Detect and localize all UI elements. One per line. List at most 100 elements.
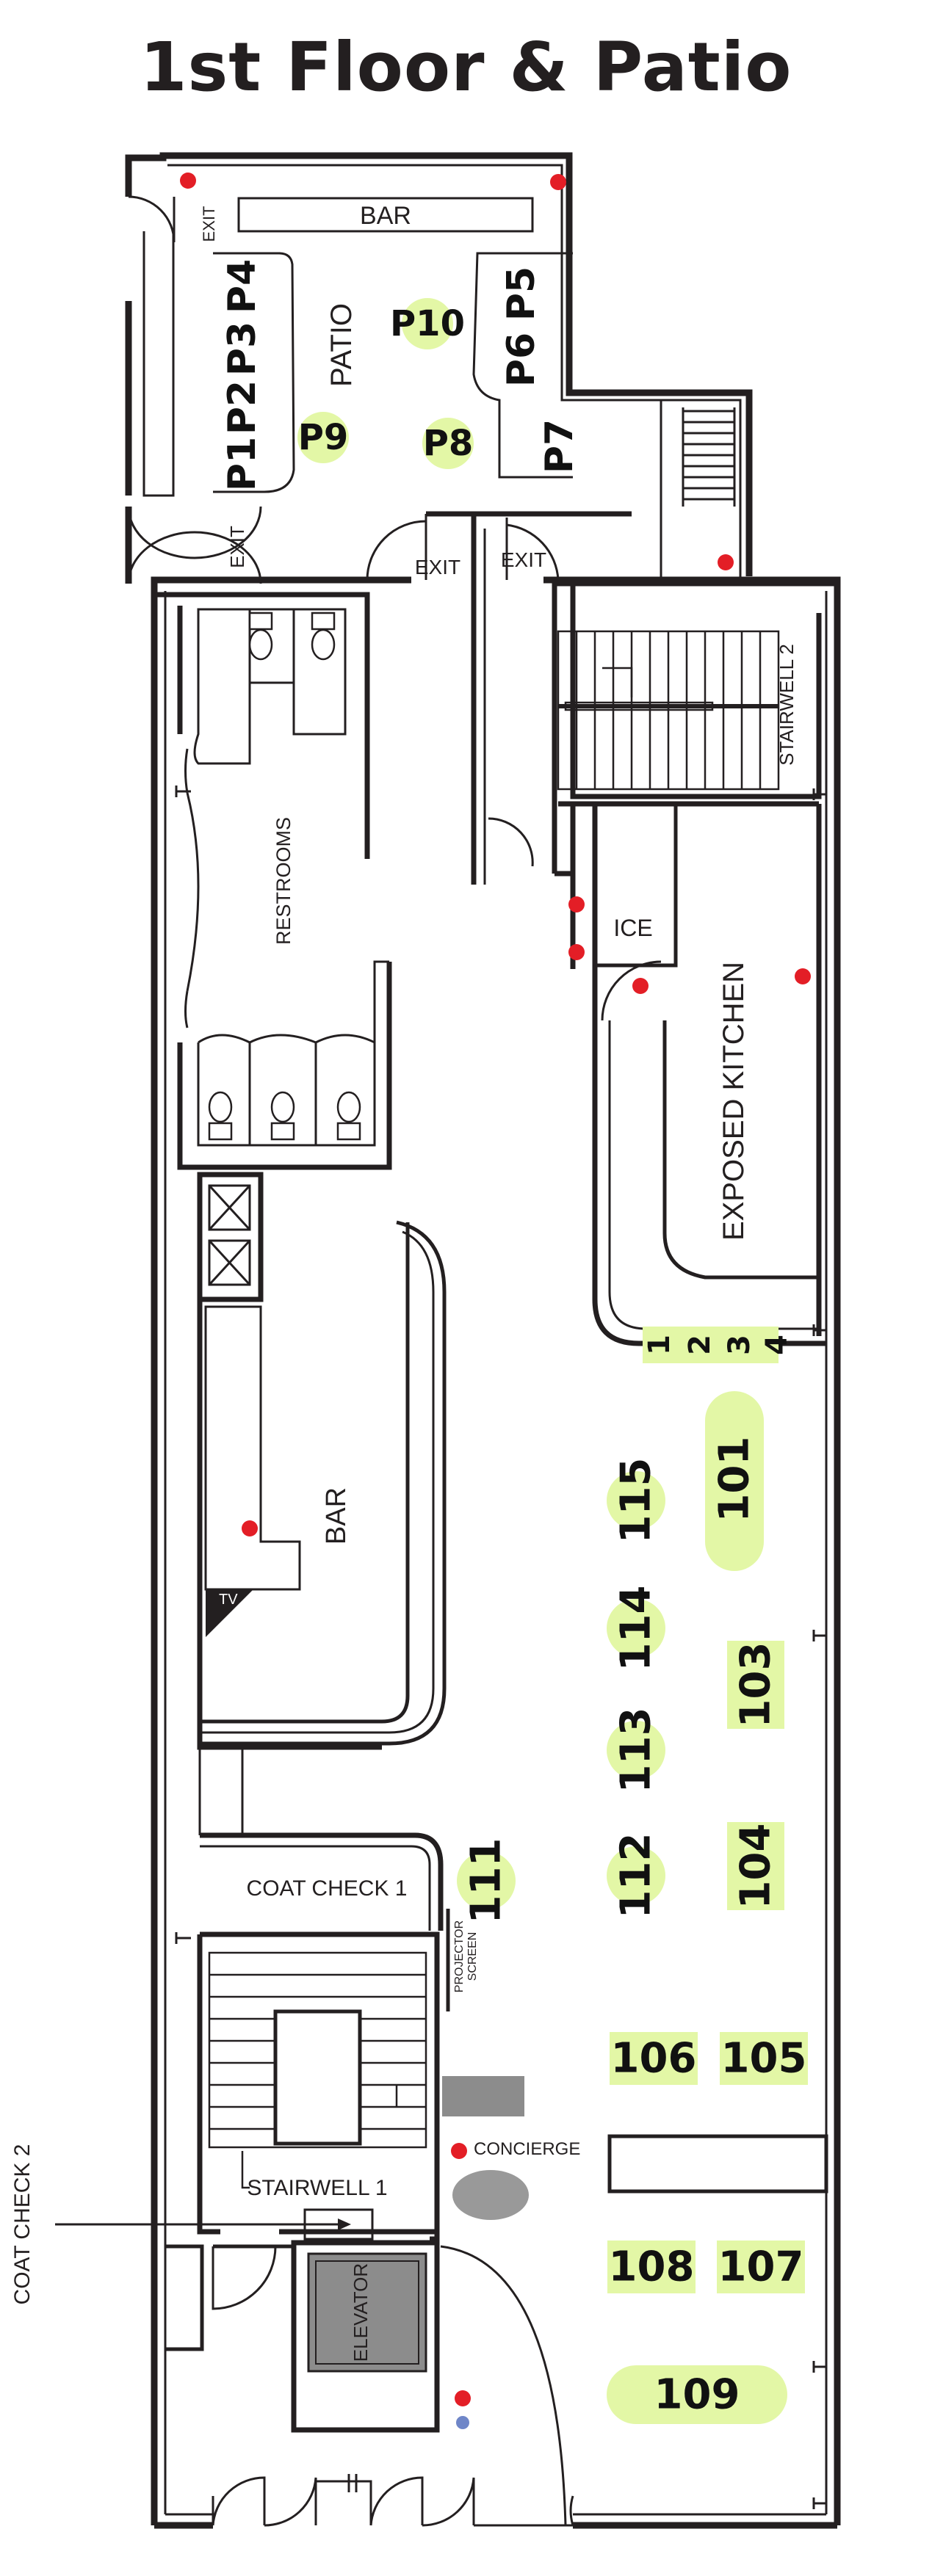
patio-walls (125, 152, 753, 584)
table-p10-marker (402, 298, 453, 349)
exit-label-mid-right: EXIT (501, 548, 546, 571)
projector-label-1: PROJECTOR (453, 1920, 466, 1992)
table-1[interactable]: 1 (643, 1335, 676, 1355)
back-bar (204, 1305, 301, 1591)
table-113-shape (607, 1721, 665, 1779)
table-101-shape (705, 1391, 764, 1571)
right-outer-wall (543, 576, 841, 2525)
table-113[interactable]: 113 (613, 1708, 660, 1793)
bar-counter-outer (200, 1220, 447, 1746)
table-115-shape (607, 1471, 665, 1530)
exit-door-mid-right (506, 523, 560, 581)
left-outer-wall (151, 576, 411, 2525)
restrooms-label: RESTROOMS (272, 817, 295, 945)
red-markers (180, 173, 811, 2429)
table-114-shape (607, 1599, 665, 1658)
table-101[interactable]: 101 (711, 1437, 759, 1523)
marker-blue (456, 2416, 469, 2429)
patio-outer-wall (125, 152, 753, 576)
stairwell-2-label: STAIRWELL 2 (776, 644, 798, 766)
table-p4[interactable]: P4 (220, 259, 264, 313)
coat-check-1 (198, 1747, 244, 1835)
table-p6[interactable]: P6 (499, 333, 543, 387)
table-107[interactable]: 107 (718, 2243, 804, 2291)
front-counter (607, 2134, 828, 2194)
table-p9-marker (297, 412, 349, 463)
patio-exit-door-double-bottom (127, 531, 262, 584)
table-2[interactable]: 2 (683, 1335, 717, 1355)
marker (455, 2390, 471, 2406)
corridor-walls (471, 514, 573, 885)
patio-bench-left (213, 252, 295, 493)
table-105-shape (720, 2032, 808, 2085)
table-104-shape (727, 1822, 784, 1910)
corridor-door (488, 817, 534, 867)
table-p7[interactable]: P7 (538, 419, 582, 474)
table-p2[interactable]: P2 (220, 380, 264, 435)
patio-label: PATIO (325, 303, 358, 387)
patio-tables: P4 P3 P2 P1 P10 P9 P8 P5 P6 P7 (220, 259, 582, 491)
marker (242, 1520, 258, 1536)
marker (180, 173, 196, 189)
concierge-desk (442, 2076, 524, 2116)
ice-label: ICE (613, 915, 652, 941)
toilet-icons (208, 612, 361, 1141)
exit-label-mid-left: EXIT (415, 556, 460, 578)
table-p9[interactable]: P9 (298, 417, 349, 458)
building-walls (151, 576, 841, 2529)
table-103-shape (727, 1641, 784, 1729)
table-3[interactable]: 3 (723, 1335, 756, 1355)
table-109-shape (607, 2365, 787, 2424)
patio-exit-label-left: EXIT (226, 526, 248, 568)
marker (718, 554, 734, 570)
table-p1[interactable]: P1 (220, 437, 264, 491)
kitchen-door (601, 960, 662, 1021)
table-p8[interactable]: P8 (423, 423, 474, 464)
page-title: 1st Floor & Patio (140, 28, 792, 106)
table-p5[interactable]: P5 (499, 266, 543, 321)
table-111[interactable]: 111 (463, 1838, 510, 1924)
projector-label-2: SCREEN (466, 1932, 479, 1981)
stairwell-1-steps (208, 1951, 427, 2189)
bar-label: BAR (321, 1487, 352, 1545)
concierge-stand (452, 2170, 529, 2220)
marker (568, 944, 585, 960)
concierge-label: CONCIERGE (474, 2139, 580, 2159)
entry-doors (212, 2245, 574, 2527)
table-4[interactable]: 4 (760, 1335, 794, 1355)
dining-tables: 1 2 3 4 101 115 114 113 112 111 103 104 … (457, 1327, 808, 2424)
marker (568, 896, 585, 913)
elevator-car (307, 2252, 427, 2373)
tv-label: TV (219, 1592, 238, 1608)
patio-exit-door-top (128, 195, 176, 243)
exposed-kitchen-label: EXPOSED KITCHEN (718, 962, 750, 1241)
stairwell-1-label: STAIRWELL 1 (247, 2176, 387, 2200)
table-105[interactable]: 105 (721, 2035, 807, 2083)
elevator-label: ELEVATOR (350, 2263, 372, 2362)
tables-1-4-highlight (643, 1327, 779, 1363)
patio-exit-label-top: EXIT (200, 206, 218, 242)
ice-box (593, 802, 678, 968)
table-115[interactable]: 115 (613, 1458, 660, 1544)
stairwell-2-steps (557, 630, 780, 791)
kitchen-counter (662, 1020, 819, 1280)
table-104[interactable]: 104 (732, 1824, 780, 1909)
patio-inner-wall (167, 164, 742, 580)
marker (451, 2143, 467, 2159)
table-109[interactable]: 109 (654, 2371, 740, 2419)
marker (550, 174, 566, 190)
patio-left-planter (142, 231, 175, 497)
table-112[interactable]: 112 (613, 1833, 660, 1919)
tv-marker (206, 1589, 253, 1637)
table-114[interactable]: 114 (613, 1586, 660, 1672)
exit-door-mid-left (366, 520, 427, 581)
table-111-shape (457, 1851, 516, 1910)
table-103[interactable]: 103 (732, 1642, 780, 1728)
table-108-shape (607, 2241, 696, 2293)
table-108[interactable]: 108 (609, 2243, 695, 2291)
table-p10[interactable]: P10 (390, 303, 465, 344)
table-112-shape (607, 1846, 665, 1905)
table-106[interactable]: 106 (611, 2035, 697, 2083)
table-p3[interactable]: P3 (220, 322, 264, 376)
